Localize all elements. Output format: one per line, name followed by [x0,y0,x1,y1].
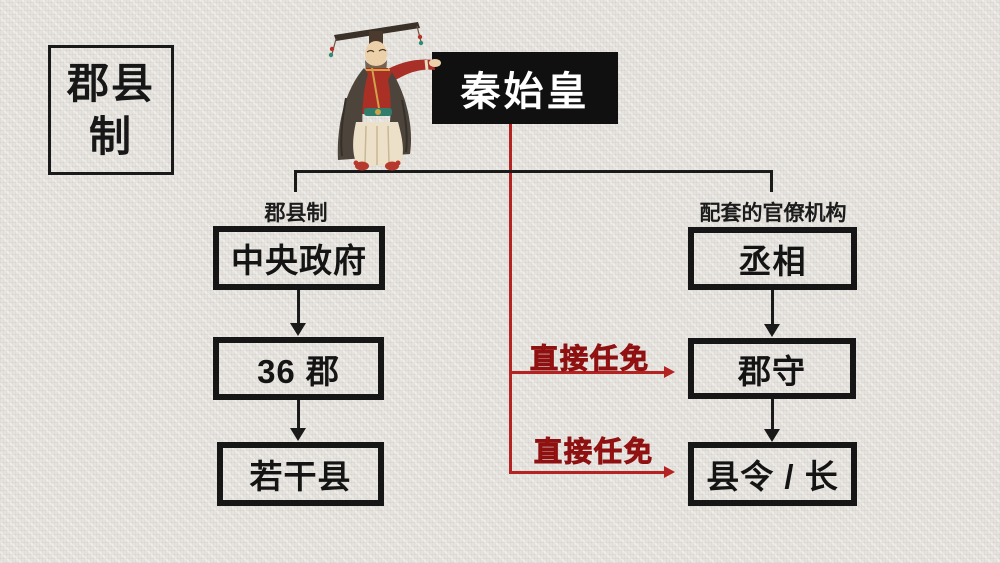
red-trunk-line [509,124,512,474]
left-branch-label: 郡县制 [264,202,328,225]
title-text: 秦始皇 [460,70,590,114]
topic-badge: 郡县 制 [48,45,174,175]
node-36-commanderies: 36 郡 [213,337,384,400]
red-arrow-1-line [509,371,664,374]
title-box: 秦始皇 [432,52,618,124]
arrow-right-1-line [771,290,774,324]
topic-badge-line2: 制 [88,113,133,160]
node-counties: 若干县 [217,442,384,506]
arrow-left-2-line [297,400,300,429]
right-branch-label: 配套的官僚机构 [699,202,847,225]
arrow-right-2-line [771,399,774,429]
arrow-right-1-head-icon [764,324,780,337]
branch-left-stub [294,170,297,192]
emperor-illustration-icon [328,22,441,171]
red-arrow-1-head-icon [664,366,675,378]
topic-badge-line1: 郡县 [66,60,155,107]
arrow-right-2-head-icon [764,429,780,442]
node-county-magistrate: 县令 / 长 [688,442,857,506]
arrow-left-1-line [297,290,300,324]
arrow-left-1-head-icon [290,323,306,336]
node-commandery-governor: 郡守 [688,338,856,399]
red-arrow-2-line [509,471,664,474]
appoint-label-2: 直接任免 [533,436,655,468]
red-arrow-2-head-icon [664,466,675,478]
branch-right-stub [770,170,773,192]
node-chancellor: 丞相 [688,227,857,290]
arrow-left-2-head-icon [290,428,306,441]
node-central-government: 中央政府 [213,226,385,290]
branch-horizontal-line [294,170,773,173]
appoint-label-1: 直接任免 [529,343,651,375]
